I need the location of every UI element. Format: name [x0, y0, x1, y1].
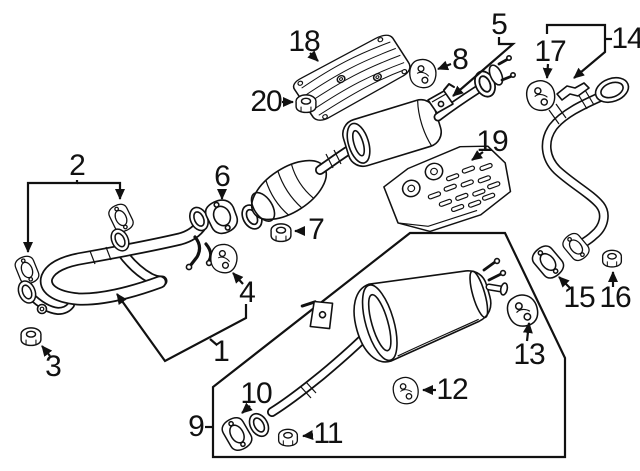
hanger-4 [207, 241, 240, 276]
nut-20 [295, 94, 317, 114]
nut-7 [270, 223, 292, 243]
rear-muffler-box [211, 231, 567, 459]
front-pipe-assembly-drawing [26, 203, 213, 315]
callout-4[interactable]: 4 [239, 276, 256, 309]
callout-17[interactable]: 17 [534, 35, 566, 68]
callout-9[interactable]: 9 [188, 410, 205, 443]
callout-14[interactable]: 14 [611, 22, 640, 55]
leader-lines [23, 23, 618, 440]
heat-shield-upper-drawing [292, 34, 411, 121]
callout-13[interactable]: 13 [513, 338, 545, 371]
leader-11 [302, 430, 314, 440]
leader-17 [542, 63, 553, 79]
callout-8[interactable]: 8 [452, 43, 469, 76]
exhaust-tip-drawing [594, 76, 630, 104]
catalytic-converter-drawing [250, 159, 328, 222]
rear-muffler-hanger-pin [300, 300, 334, 330]
callout-10[interactable]: 10 [240, 377, 272, 410]
gasket-6 [204, 199, 239, 235]
leader-4-arrow [232, 272, 244, 285]
leader-13 [522, 322, 533, 342]
hanger-8 [407, 57, 439, 90]
hanger-17 [524, 78, 557, 113]
leader-14 [545, 23, 607, 79]
callout-11[interactable]: 11 [313, 417, 343, 450]
callout-19[interactable]: 19 [476, 125, 508, 158]
callout-18[interactable]: 18 [288, 25, 320, 58]
nut-11 [277, 428, 299, 447]
leader-5 [452, 37, 516, 97]
center-muffler-body-drawing [342, 98, 442, 168]
callout-6[interactable]: 6 [214, 160, 231, 193]
leader-4-1 [116, 293, 248, 363]
tailpipe-bracket-strap [556, 82, 590, 101]
center-muffler-assembly-drawing [237, 54, 516, 234]
callout-20[interactable]: 20 [250, 85, 282, 118]
tailpipe-assembly-drawing [541, 76, 630, 265]
leader-8 [437, 60, 452, 71]
hanger-12 [391, 375, 421, 406]
leader-19 [471, 150, 484, 161]
leader-10 [241, 402, 253, 414]
leader-15 [558, 276, 571, 289]
callout-7[interactable]: 7 [308, 213, 325, 246]
leader-2-left [23, 180, 79, 253]
leader-2-right [77, 181, 125, 200]
nut-3 [20, 327, 42, 347]
nut-16 [601, 249, 623, 268]
callout-1[interactable]: 1 [213, 335, 230, 368]
callout-2[interactable]: 2 [69, 149, 86, 182]
leader-3 [41, 345, 53, 357]
leader-1-tick [209, 338, 218, 346]
leader-18 [307, 50, 319, 62]
callout-15[interactable]: 15 [563, 281, 595, 314]
heat-shield-lower-drawing [383, 145, 512, 233]
callout-12[interactable]: 12 [436, 373, 468, 406]
gasket-15 [528, 241, 568, 283]
callout-3[interactable]: 3 [45, 350, 62, 383]
rear-muffler-assembly-drawing [244, 257, 509, 441]
callout-16[interactable]: 16 [599, 281, 631, 314]
callout-5[interactable]: 5 [491, 8, 508, 41]
